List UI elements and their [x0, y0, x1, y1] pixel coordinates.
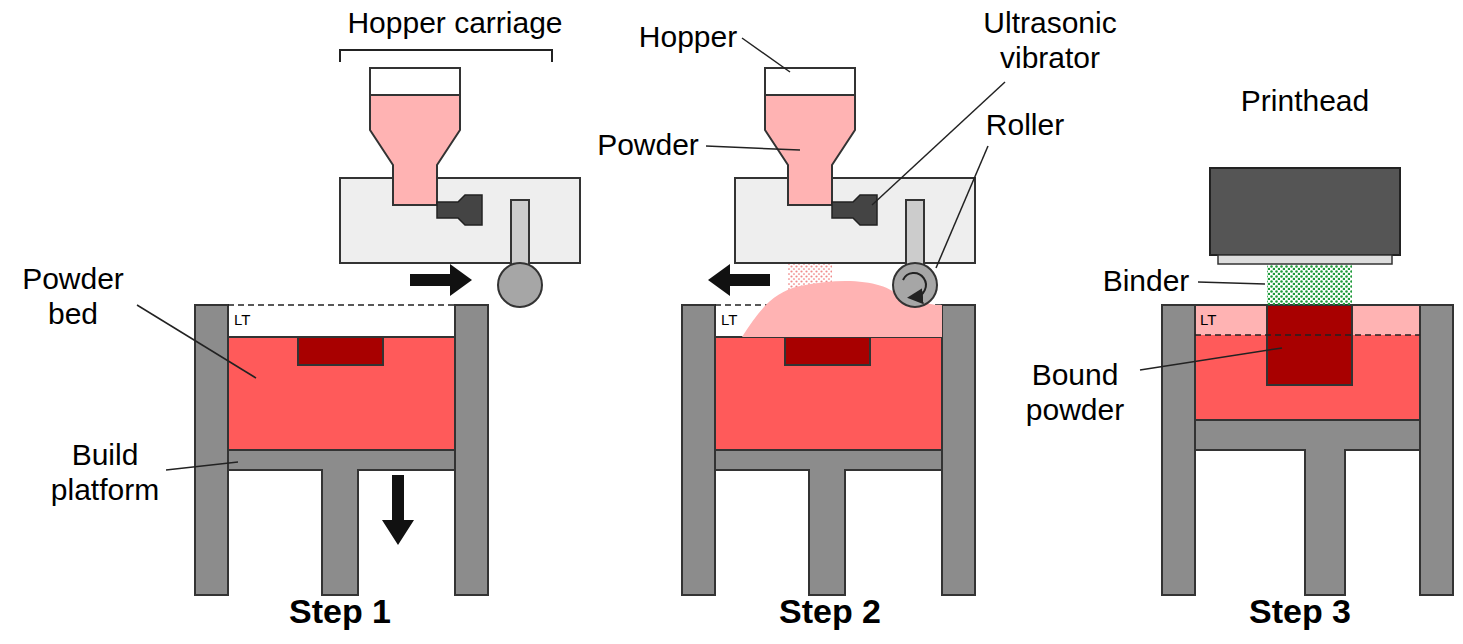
- layer-label: LT: [721, 311, 761, 328]
- step-title: Step 1: [240, 592, 440, 631]
- step3-machine: [1140, 168, 1453, 595]
- shape-path: [1195, 420, 1420, 595]
- part-label: Hopper: [628, 20, 748, 55]
- build-box: [195, 305, 488, 595]
- shape-rect: [1162, 305, 1195, 595]
- shape-rect: [1218, 255, 1392, 264]
- part-label: Powder bed: [3, 262, 143, 331]
- leader-line: [872, 82, 1005, 205]
- part-label: Printhead: [1195, 84, 1415, 119]
- step-title: Step 2: [730, 592, 930, 631]
- shape-rect: [1267, 265, 1352, 305]
- part-label: Bound powder: [1000, 358, 1150, 427]
- part-label: Ultrasonic vibrator: [955, 6, 1145, 75]
- shape-rect: [1267, 305, 1352, 385]
- layer-label: LT: [1200, 311, 1240, 328]
- part-label: Build platform: [45, 438, 165, 507]
- shape-line: [1195, 334, 1420, 336]
- part-label: Roller: [965, 108, 1085, 143]
- move-arrow: [410, 264, 472, 296]
- shape-rect: [1420, 305, 1453, 595]
- leader-line: [706, 146, 800, 150]
- bracket: [340, 50, 552, 62]
- step-title: Step 3: [1200, 592, 1400, 631]
- move-arrow: [708, 264, 770, 296]
- build-box: [682, 305, 975, 595]
- step1-machine: [137, 50, 580, 595]
- leader-line: [936, 146, 988, 268]
- leader-line: [742, 38, 790, 72]
- hopper-carriage: [340, 68, 580, 307]
- leader-line: [166, 462, 238, 470]
- layer-label: LT: [234, 311, 274, 328]
- step2-machine: [682, 38, 1005, 595]
- part-label: Binder: [1094, 264, 1198, 299]
- down-arrow: [382, 475, 414, 545]
- hopper-carriage: [735, 68, 975, 307]
- leader-line: [1198, 282, 1265, 284]
- part-label: Powder: [588, 128, 708, 163]
- part-label: Hopper carriage: [320, 6, 590, 41]
- shape-rect: [1195, 305, 1420, 420]
- leader-line: [1140, 348, 1282, 370]
- rotation-arrow: [903, 273, 926, 297]
- shape-rect: [1210, 168, 1400, 255]
